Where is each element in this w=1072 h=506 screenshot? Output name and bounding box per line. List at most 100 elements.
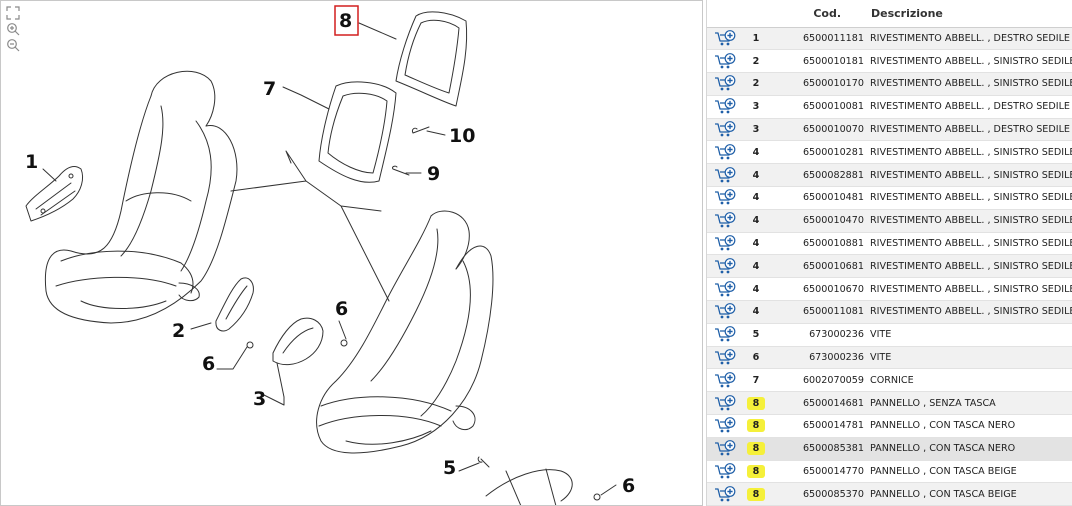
cart-add-icon[interactable] [714, 485, 736, 503]
table-header-row: Cod. Descrizione [707, 0, 1072, 28]
cart-add-icon[interactable] [714, 166, 736, 184]
header-description[interactable]: Descrizione [867, 0, 1072, 28]
callout-6a[interactable]: 6 [202, 353, 215, 375]
part-description: PANNELLO , CON TASCA NERO [867, 414, 1072, 438]
ref-cell: 8 [743, 437, 769, 461]
cart-cell [707, 49, 743, 74]
cart-cell [707, 391, 743, 416]
callout-9[interactable]: 9 [427, 163, 440, 185]
callout-1[interactable]: 1 [25, 151, 38, 173]
part-description: RIVESTIMENTO ABBELL. , SINISTRO SEDILE [867, 232, 1072, 256]
cart-add-icon[interactable] [714, 29, 736, 47]
cart-add-icon[interactable] [714, 440, 736, 457]
cart-add-icon[interactable] [714, 349, 736, 366]
ref-cell: 6 [743, 346, 769, 370]
ref-cell: 4 [743, 277, 769, 302]
callout-2[interactable]: 2 [172, 320, 185, 342]
ref-number: 8 [747, 487, 765, 501]
cart-cell [707, 186, 743, 210]
cart-add-icon[interactable] [714, 280, 736, 298]
part-description: RIVESTIMENTO ABBELL. , SINISTRO SEDILE [867, 140, 1072, 165]
cart-cell [707, 437, 743, 461]
callout-6b[interactable]: 6 [335, 298, 348, 320]
cart-add-icon[interactable] [714, 98, 736, 115]
part-description: VITE [867, 323, 1072, 347]
callout-6c[interactable]: 6 [622, 475, 635, 497]
ref-cell: 8 [743, 391, 769, 416]
cart-add-icon[interactable] [714, 75, 736, 92]
cart-add-icon[interactable] [714, 235, 736, 252]
part-description: CORNICE [867, 368, 1072, 393]
ref-cell: 4 [743, 140, 769, 165]
callout-8[interactable]: 8 [339, 10, 352, 32]
ref-cell: 8 [743, 414, 769, 438]
part-code: 6500010470 [769, 209, 867, 233]
cart-add-icon[interactable] [714, 212, 736, 229]
callout-3[interactable]: 3 [253, 388, 266, 410]
ref-number: 7 [752, 374, 760, 386]
part-description: RIVESTIMENTO ABBELL. , SINISTRO SEDILE [867, 163, 1072, 188]
part-description: RIVESTIMENTO ABBELL. , DESTRO SEDILE [867, 118, 1072, 142]
exploded-diagram-panel[interactable]: 1 2 3 5 6 6 6 7 8 9 10 [0, 0, 703, 506]
ref-number: 4 [752, 169, 760, 181]
callout-10[interactable]: 10 [449, 125, 475, 147]
cart-cell [707, 72, 743, 96]
cart-add-icon[interactable] [714, 121, 736, 138]
cart-cell [707, 414, 743, 438]
ref-number: 4 [752, 306, 760, 318]
ref-number: 4 [752, 283, 760, 295]
ref-number: 8 [747, 396, 765, 410]
zoom-toolbar [6, 6, 22, 54]
header-code[interactable]: Cod. [769, 0, 867, 28]
part-code: 6500010481 [769, 186, 867, 210]
cart-add-icon[interactable] [714, 326, 736, 343]
fit-icon[interactable] [6, 6, 20, 20]
zoom-out-icon[interactable] [6, 38, 20, 52]
ref-cell: 8 [743, 460, 769, 484]
zoom-in-icon[interactable] [6, 22, 20, 36]
part-code: 6002070059 [769, 368, 867, 393]
cart-cell [707, 254, 743, 279]
cart-add-icon[interactable] [714, 189, 736, 206]
cart-add-icon[interactable] [714, 394, 736, 412]
cart-add-icon[interactable] [714, 417, 736, 434]
part-code: 6500014681 [769, 391, 867, 416]
cart-add-icon[interactable] [714, 371, 736, 389]
cart-add-icon[interactable] [714, 52, 736, 70]
cart-add-icon[interactable] [714, 143, 736, 161]
ref-number: 8 [747, 442, 765, 456]
part-3-drawing [272, 317, 324, 366]
callout-7[interactable]: 7 [263, 78, 276, 100]
callout-5[interactable]: 5 [443, 457, 456, 479]
cart-cell [707, 95, 743, 119]
header-icon [707, 0, 743, 28]
part-description: PANNELLO , CON TASCA BEIGE [867, 460, 1072, 484]
cart-add-icon[interactable] [714, 463, 736, 480]
cart-add-icon[interactable] [714, 303, 736, 320]
ref-number: 3 [752, 124, 760, 136]
cart-add-icon[interactable] [714, 257, 736, 275]
part-2-drawing [215, 277, 254, 332]
ref-cell: 7 [743, 368, 769, 393]
